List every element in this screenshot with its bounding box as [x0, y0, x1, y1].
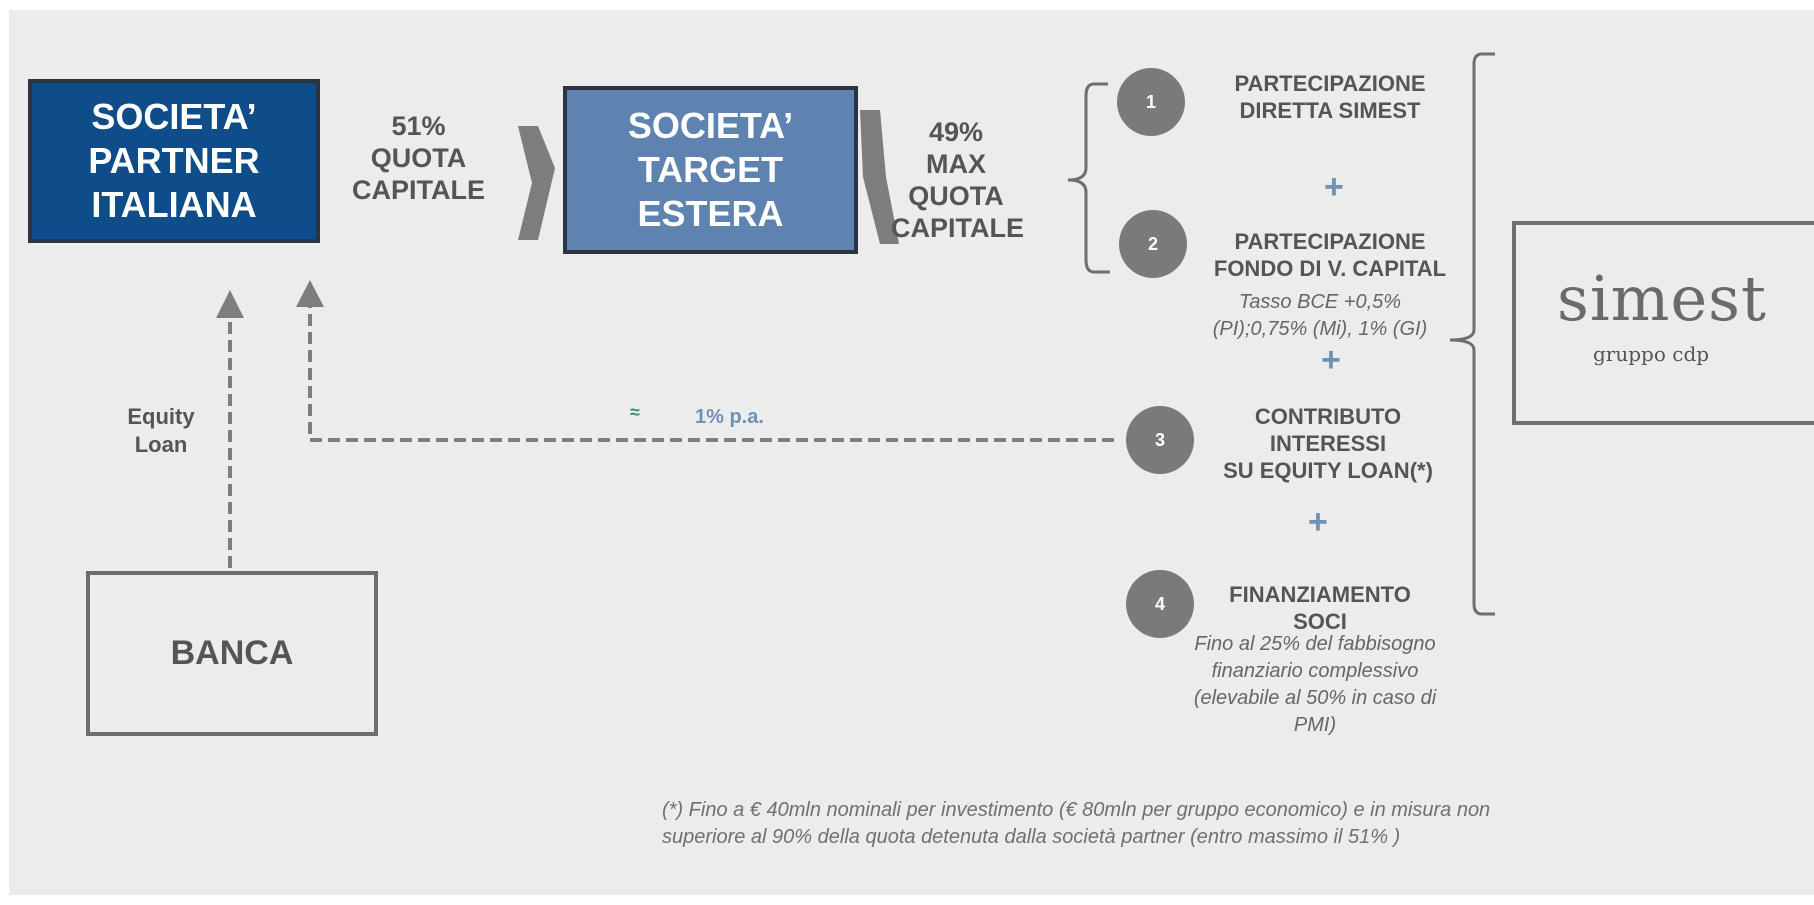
option-4-note: Fino al 25% del fabbisogno finanziario c… — [1193, 633, 1437, 736]
option-1-title: PARTECIPAZIONE DIRETTA SIMEST — [1234, 71, 1426, 123]
right-share-label: 49% MAX QUOTA CAPITALE — [891, 117, 1024, 243]
simest-logo-subtitle: gruppo cdp — [1593, 342, 1710, 366]
left-share-label: 51% QUOTA CAPITALE — [352, 111, 485, 205]
option-3-title: CONTRIBUTO INTERESSI SU EQUITY LOAN(*) — [1223, 404, 1433, 483]
simest-logo-wordmark: simest — [1557, 262, 1767, 335]
interest-contribution-line — [308, 305, 1114, 442]
arrow-partner-to-target — [518, 126, 555, 240]
option-2-note: Tasso BCE +0,5% (PI);0,75% (Mi), 1% (GI) — [1212, 291, 1428, 340]
option-2-title: PARTECIPAZIONE FONDO DI V. CAPITAL — [1213, 229, 1447, 281]
option-4-title: FINANZIAMENTO SOCI — [1229, 582, 1411, 634]
plus-sign-2: + — [1321, 341, 1341, 379]
plus-sign-3: + — [1308, 503, 1328, 541]
bank-box: BANCA — [86, 571, 378, 736]
interest-contribution-arrowhead — [296, 280, 324, 307]
rate-label: 1% p.a. — [695, 406, 764, 428]
arrow-into-target — [860, 110, 899, 244]
plus-sign-1: + — [1324, 168, 1344, 206]
equity-loan-label: Equity Loan — [127, 404, 195, 457]
partner-company-box: SOCIETA’ PARTNER ITALIANA — [28, 79, 320, 243]
equity-loan-arrowhead — [216, 290, 244, 318]
option-1-badge: 1 — [1117, 68, 1185, 136]
option-3-badge: 3 — [1126, 406, 1194, 474]
footnote: (*) Fino a € 40mln nominali per investim… — [662, 799, 1491, 848]
large-brace — [1449, 52, 1495, 616]
small-brace — [1067, 82, 1110, 274]
target-company-box: SOCIETA’ TARGET ESTERA — [563, 86, 858, 254]
approx-symbol: ≈ — [630, 402, 640, 422]
simest-logo-box — [1512, 221, 1814, 425]
option-2-badge: 2 — [1119, 210, 1187, 278]
option-4-badge: 4 — [1126, 570, 1194, 638]
